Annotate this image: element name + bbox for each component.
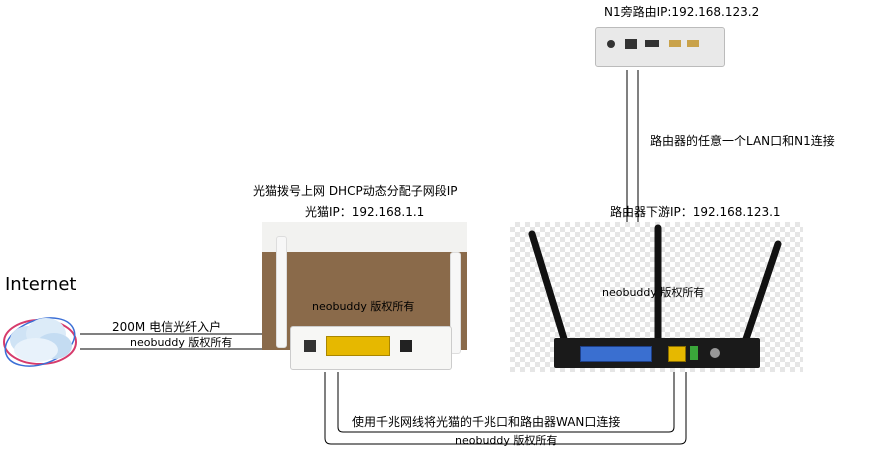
- modem-photo: neobuddy 版权所有: [262, 222, 467, 372]
- lan-n1-label: 路由器的任意一个LAN口和N1连接: [650, 134, 835, 148]
- router-photo: neobuddy 版权所有: [510, 222, 803, 372]
- modem-watermark: neobuddy 版权所有: [312, 300, 415, 313]
- gigabit-cable-outer: [324, 355, 687, 445]
- cloud-globe-icon: [3, 317, 77, 367]
- n1-body: [595, 27, 725, 67]
- modem-wall: [262, 222, 467, 252]
- router-power-port: [710, 348, 720, 358]
- n1-power-port: [607, 40, 615, 48]
- modem-lan-ports: [326, 336, 390, 356]
- fiber-label: 200M 电信光纤入户: [112, 320, 222, 334]
- gigabit-watermark: neobuddy 版权所有: [455, 434, 558, 447]
- n1-caption: N1旁路由IP:192.168.123.2: [604, 5, 760, 19]
- internet-node: Internet: [0, 270, 90, 370]
- n1-usb-port-1: [669, 40, 681, 47]
- fiber-watermark: neobuddy 版权所有: [130, 336, 233, 349]
- router-watermark: neobuddy 版权所有: [602, 286, 705, 299]
- router-antennas: [528, 224, 782, 346]
- router-wan-port: [668, 346, 686, 362]
- modem-phone-port: [304, 340, 316, 352]
- router-usb-port: [690, 346, 698, 360]
- n1-lan-port: [625, 39, 637, 49]
- modem-caption-line1: 光猫拨号上网 DHCP动态分配子网段IP: [253, 184, 458, 198]
- n1-usb-port-2: [687, 40, 699, 47]
- modem-caption-line2: 光猫IP：192.168.1.1: [305, 205, 425, 219]
- gigabit-cable-inner: [337, 355, 675, 433]
- modem-power-port: [400, 340, 412, 352]
- router-lan-ports: [580, 346, 652, 362]
- modem-antenna-right: [450, 252, 461, 354]
- n1-hdmi-port: [645, 40, 659, 47]
- n1-photo: [587, 22, 732, 70]
- gigabit-label: 使用千兆网线将光猫的千兆口和路由器WAN口连接: [352, 415, 621, 429]
- internet-title: Internet: [5, 274, 77, 295]
- router-caption: 路由器下游IP：192.168.123.1: [610, 205, 781, 219]
- modem-antenna-left: [276, 236, 287, 348]
